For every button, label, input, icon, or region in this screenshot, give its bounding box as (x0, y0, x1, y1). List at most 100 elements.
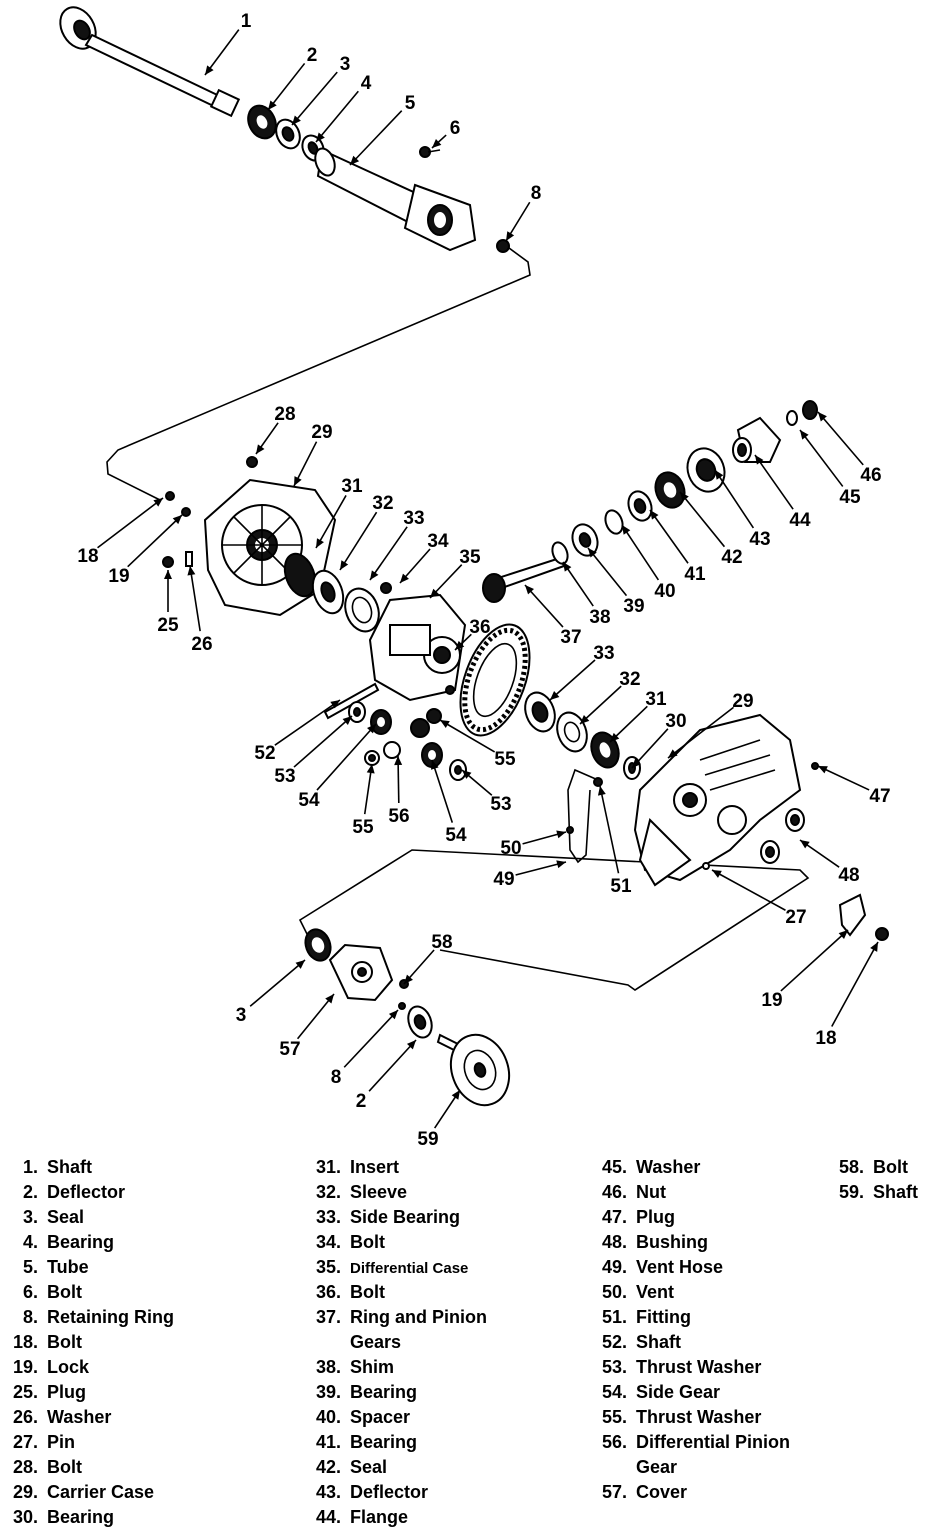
legend-item-label: Seal (350, 1457, 388, 1477)
legend-item: 58.Bolt (839, 1155, 918, 1180)
callout-number: 8 (331, 1067, 342, 1088)
legend-item-label: Bolt (47, 1332, 82, 1352)
legend-item-label: Vent Hose (636, 1257, 724, 1277)
legend-item: 32.Sleeve (316, 1180, 487, 1205)
thrust-washer-part-55-right (426, 708, 442, 724)
legend-item-number: 27. (12, 1432, 38, 1452)
callout-c36: 36 (454, 617, 491, 651)
legend-item: 37. Ring and Pinion (316, 1305, 487, 1330)
legend-item-number: 19. (12, 1357, 38, 1377)
arrowhead (295, 960, 305, 969)
legend-item: 49.Vent Hose (602, 1255, 790, 1280)
callout-c5: 5 (349, 93, 416, 166)
leader-line (711, 869, 786, 911)
callout-number: 53 (274, 766, 295, 787)
bearing-part-39 (571, 523, 599, 557)
arrowhead (256, 444, 265, 454)
legend-item: 38.Shim (316, 1355, 487, 1380)
leader-line (369, 526, 408, 581)
legend-item: 35.Differential Case (316, 1255, 487, 1280)
leader-line (679, 491, 726, 548)
legend-item-label: Shim (350, 1357, 395, 1377)
callout-number: 6 (450, 118, 461, 139)
pin-part-27 (702, 862, 710, 870)
legend-item-label: Ring and Pinion (350, 1307, 487, 1327)
leader-line (315, 495, 347, 549)
callout-c25: 25 (157, 570, 179, 636)
legend-item-label: Thrust Washer (636, 1357, 762, 1377)
legend-item-label: Thrust Washer (636, 1407, 762, 1427)
callout-c40: 40 (621, 524, 676, 602)
legend-item: 2.Deflector (23, 1180, 174, 1205)
legend-item-label: Washer (47, 1407, 112, 1427)
callout-c26: 26 (187, 565, 213, 655)
callout-c34: 34 (399, 531, 449, 584)
callout-c8a: 8 (505, 183, 541, 242)
assembly-path-line-upper (106, 244, 531, 501)
legend-item-number: 26. (12, 1407, 38, 1427)
callout-number: 26 (191, 634, 212, 655)
retaining-ring-part-8 (496, 239, 510, 253)
callout-number: 47 (869, 786, 890, 807)
legend-item-number: 50. (601, 1282, 627, 1302)
arrowhead (164, 570, 172, 579)
legend-item-number: 58. (838, 1157, 864, 1177)
callout-c32a: 32 (339, 493, 394, 571)
callout-c31a: 31 (315, 476, 363, 549)
differential-case-part-35 (368, 593, 467, 702)
callout-c41: 41 (649, 509, 706, 585)
callout-c59: 59 (417, 1089, 461, 1150)
plug-part-47 (811, 762, 819, 770)
arrowhead (668, 749, 678, 758)
legend-item: 48.Bushing (602, 1230, 790, 1255)
legend-item-label: Bolt (350, 1282, 385, 1302)
legend-item-label: Shaft (47, 1157, 92, 1177)
insert-part-31 (283, 552, 317, 598)
leader-line (524, 584, 564, 628)
legend-item: 42.Seal (316, 1455, 487, 1480)
legend-item: 4.Bearing (23, 1230, 174, 1255)
leader-line (97, 497, 164, 549)
legend-item-number: 48. (601, 1232, 627, 1252)
arrowhead (622, 525, 631, 535)
leader-line (368, 1039, 417, 1092)
callout-c37: 37 (524, 584, 582, 648)
arrowhead (440, 720, 450, 728)
callout-c1: 1 (204, 11, 252, 76)
legend-item-label: Bearing (47, 1232, 115, 1252)
cover-part-57 (328, 943, 394, 1002)
legend-item: 46.Nut (602, 1180, 790, 1205)
thrust-washer-part-53-right (449, 759, 467, 781)
arrowhead (755, 455, 764, 465)
legend-item-label: Bearing (47, 1507, 115, 1527)
legend-item-number: 34. (315, 1232, 341, 1252)
callout-number: 34 (427, 531, 449, 552)
callout-number: 40 (654, 581, 675, 602)
callout-number: 50 (500, 838, 521, 859)
callout-c29b: 29 (667, 691, 754, 759)
fitting-part-51 (593, 777, 603, 787)
callout-c53b: 53 (461, 769, 512, 815)
legend-item-number: 41. (315, 1432, 341, 1452)
callout-number: 39 (623, 596, 644, 617)
leader-line (293, 715, 353, 768)
leader-line (667, 706, 734, 759)
arrowhead (406, 1040, 416, 1050)
callout-number: 2 (356, 1091, 367, 1112)
legend-item: 57.Cover (602, 1480, 790, 1505)
callout-c38: 38 (562, 561, 611, 628)
callout-number: 56 (388, 806, 409, 827)
legend-item: 33.Side Bearing (316, 1205, 487, 1230)
callout-c50: 50 (500, 830, 567, 859)
callout-number: 46 (860, 465, 881, 486)
callout-number: 33 (403, 508, 424, 529)
legend-item-number: 18. (12, 1332, 38, 1352)
arrowhead (525, 585, 534, 595)
leader-line (649, 509, 689, 564)
bearing-part-41 (627, 490, 653, 522)
callout-number: 53 (490, 794, 511, 815)
bolt-part-6 (419, 146, 441, 158)
legend-item-number: 37. (315, 1307, 341, 1327)
legend-item-label: Plug (636, 1207, 675, 1227)
callout-c33a: 33 (369, 508, 425, 581)
